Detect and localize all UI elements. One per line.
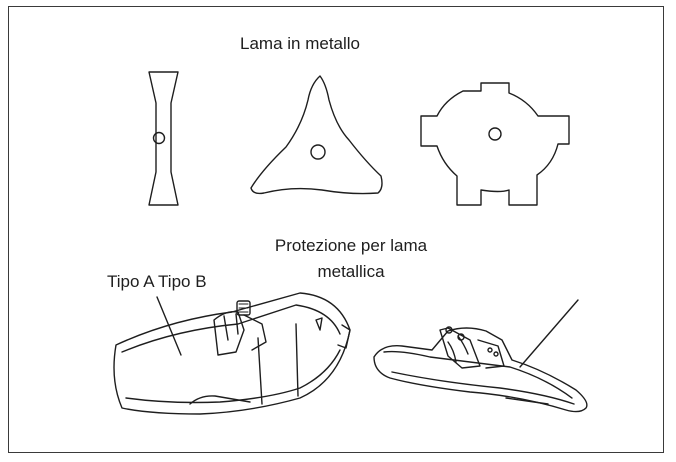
type-b-leader-line <box>519 299 579 368</box>
guard-title-line-2: metallica <box>317 262 385 281</box>
guard-type-a <box>113 292 351 415</box>
three-tooth-blade <box>250 75 383 195</box>
guard-type-b <box>373 326 588 413</box>
blades-title: Lama in metallo <box>240 34 361 53</box>
guard-types-label: Tipo A Tipo B <box>107 272 207 291</box>
guard-title-line-1: Protezione per lama <box>274 236 428 255</box>
type-a-leader-line <box>156 296 182 356</box>
guard-title: Protezione per lama metallica <box>256 233 446 285</box>
two-tooth-blade <box>148 71 179 206</box>
four-tooth-blade <box>420 82 570 206</box>
